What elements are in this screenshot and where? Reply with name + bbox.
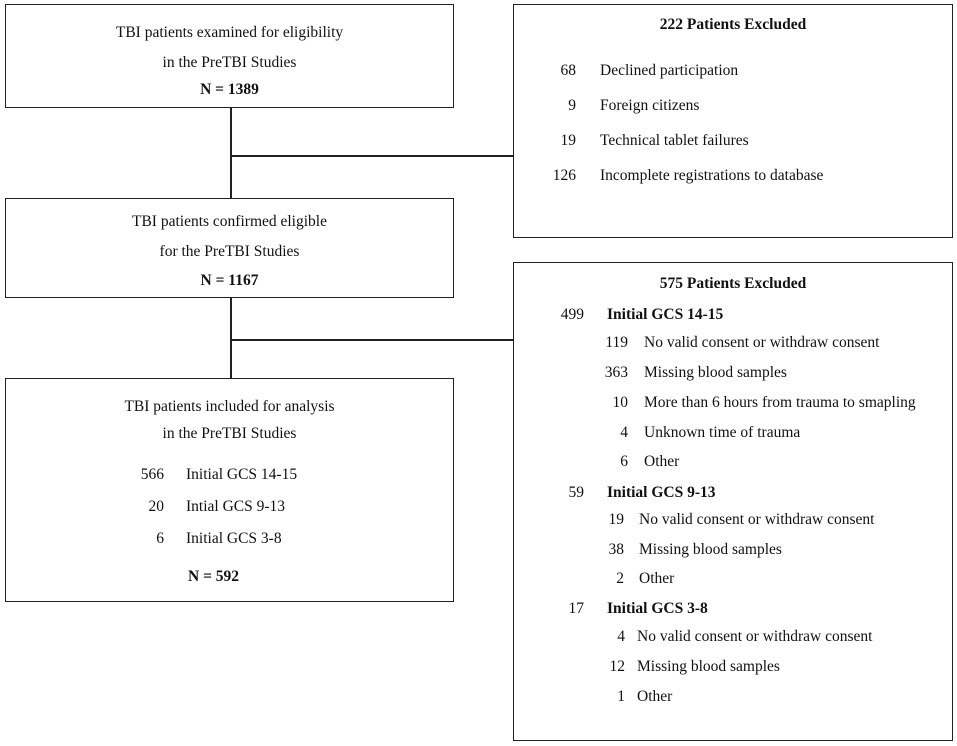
excluded-222-count-0: 68 [560, 62, 577, 79]
group-2-count: 17 [568, 600, 585, 617]
group-2-label: Initial GCS 3-8 [607, 600, 708, 617]
group-1-item-2-count: 2 [616, 570, 624, 587]
included-line1: TBI patients included for analysis [124, 398, 335, 415]
group-1-item-0-label: No valid consent or withdraw consent [639, 511, 875, 528]
group-2-item-1-label: Missing blood samples [637, 658, 780, 675]
box-examined [5, 4, 454, 108]
excluded-222-label-1: Foreign citizens [600, 97, 700, 114]
group-2-item-0-label: No valid consent or withdraw consent [637, 628, 873, 645]
group-0-item-4-count: 6 [620, 453, 628, 470]
group-1-count: 59 [568, 484, 585, 501]
connector-to-excluded-575 [230, 339, 513, 341]
examined-line2: in the PreTBI Studies [162, 54, 297, 71]
included-label-0: Initial GCS 14-15 [186, 466, 298, 483]
included-line2: in the PreTBI Studies [162, 425, 297, 442]
included-count-0: 566 [140, 466, 164, 483]
group-0-item-0-label: No valid consent or withdraw consent [644, 334, 880, 351]
group-1-item-1-label: Missing blood samples [639, 541, 782, 558]
examined-n: N = 1389 [200, 81, 259, 98]
connector-to-excluded-222 [230, 155, 513, 157]
excluded-575-title: 575 Patients Excluded [659, 275, 807, 292]
group-0-item-1-label: Missing blood samples [644, 364, 787, 381]
excluded-222-label-3: Incomplete registrations to database [600, 167, 824, 184]
included-count-2: 6 [156, 530, 164, 547]
box-included [5, 378, 454, 602]
included-n: N = 592 [188, 568, 240, 585]
box-excluded-575 [513, 262, 953, 741]
confirmed-line2: for the PreTBI Studies [159, 243, 300, 260]
examined-line1: TBI patients examined for eligibility [115, 24, 344, 41]
excluded-222-title: 222 Patients Excluded [659, 16, 807, 33]
group-0-item-4-label: Other [644, 453, 680, 470]
group-2-item-2-count: 1 [617, 688, 625, 705]
included-label-2: Initial GCS 3-8 [186, 530, 282, 547]
confirmed-n: N = 1167 [200, 272, 259, 289]
excluded-222-label-0: Declined participation [600, 62, 739, 79]
group-1-item-1-count: 38 [608, 541, 625, 558]
group-0-label: Initial GCS 14-15 [607, 306, 724, 323]
group-1-item-0-count: 19 [608, 511, 625, 528]
excluded-222-count-2: 19 [560, 132, 577, 149]
group-0-item-3-count: 4 [620, 424, 628, 441]
box-confirmed [5, 198, 454, 298]
group-0-item-2-label: More than 6 hours from trauma to smaplin… [644, 394, 916, 411]
excluded-222-count-3: 126 [552, 167, 576, 184]
group-1-item-2-label: Other [639, 570, 675, 587]
excluded-222-label-2: Technical tablet failures [600, 132, 749, 149]
group-2-item-0-count: 4 [617, 628, 625, 645]
group-2-item-2-label: Other [637, 688, 673, 705]
group-1-label: Initial GCS 9-13 [607, 484, 716, 501]
group-0-item-1-count: 363 [604, 364, 628, 381]
connector-examined-to-confirmed [230, 108, 232, 198]
excluded-222-count-1: 9 [568, 97, 576, 114]
included-count-1: 20 [148, 498, 165, 515]
confirmed-line1: TBI patients confirmed eligible [132, 213, 327, 230]
group-2-item-1-count: 12 [609, 658, 626, 675]
group-0-item-2-count: 10 [612, 394, 629, 411]
group-0-item-3-label: Unknown time of trauma [644, 424, 801, 441]
group-0-count: 499 [560, 306, 584, 323]
included-label-1: Intial GCS 9-13 [186, 498, 286, 515]
connector-confirmed-to-included [230, 298, 232, 378]
group-0-item-0-count: 119 [605, 334, 628, 351]
box-excluded-222 [513, 4, 953, 238]
